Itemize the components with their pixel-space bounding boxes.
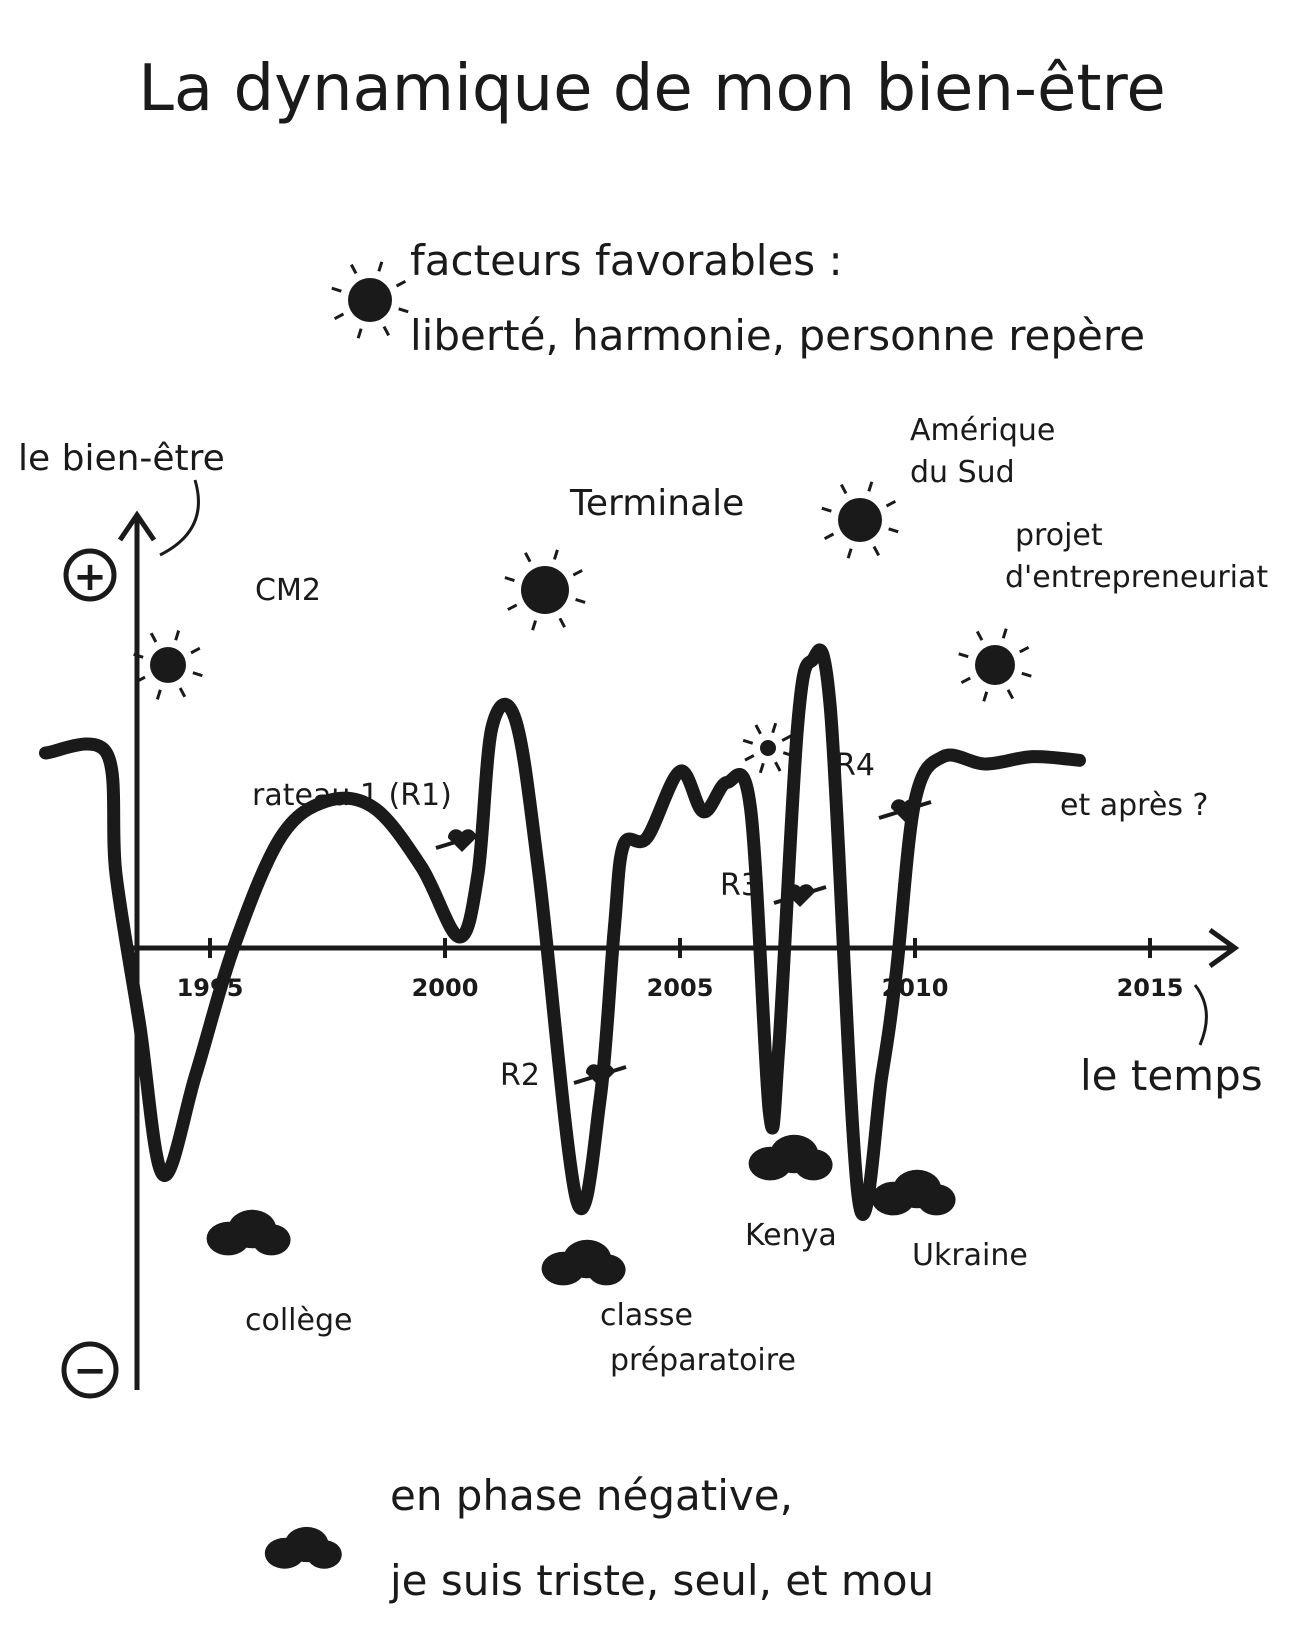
bad-period-label: Ukraine (912, 1238, 1028, 1273)
sun-icon (504, 549, 586, 631)
data-point (942, 755, 945, 758)
x-tick-label: 2015 (1117, 974, 1184, 1002)
axes: le bien-être le temps + − (18, 438, 1263, 1399)
data-point (810, 659, 813, 662)
data-point (162, 1173, 164, 1176)
sun-icon (133, 630, 203, 700)
data-point (599, 1098, 602, 1101)
data-point (458, 935, 461, 938)
wellbeing-line (39, 643, 1086, 1221)
data-point (613, 928, 616, 931)
data-point (138, 1022, 141, 1025)
cloud-icon (541, 1239, 626, 1286)
data-point (796, 726, 799, 729)
data-point (105, 751, 108, 754)
positive-legend-line2: liberté, harmonie, personne repère (410, 311, 1145, 360)
positive-legend-line1: facteurs favorables : (410, 236, 843, 285)
data-point (622, 843, 625, 846)
x-label-pointer (1193, 984, 1208, 1046)
broken-heart-icon (435, 829, 489, 852)
x-axis-arrowhead (1208, 927, 1240, 969)
data-point (476, 873, 479, 876)
series-group (39, 643, 1086, 1221)
bad-period-label: préparatoire (610, 1343, 796, 1378)
minus-marker: − (61, 1341, 119, 1399)
y-label-pointer (159, 479, 200, 557)
negative-legend-line2: je suis triste, seul, et mou (389, 1556, 934, 1605)
x-axis-label: le temps (1080, 1051, 1263, 1100)
negative-legend-line1: en phase négative, (390, 1471, 793, 1520)
data-point (538, 873, 540, 876)
data-point (702, 810, 705, 813)
good-period-label: du Sud (910, 455, 1015, 490)
data-point (575, 1199, 578, 1201)
breakup-label: R4 (835, 748, 875, 783)
y-axis-arrowhead (117, 510, 157, 542)
cloud-icon (748, 1134, 833, 1181)
broken-heart-icon (773, 884, 827, 907)
breakup-label: R2 (500, 1058, 540, 1093)
broken-heart-icon (878, 799, 932, 822)
data-point (1031, 755, 1034, 758)
sun-icon (331, 261, 409, 339)
bad-period-label: collège (245, 1303, 352, 1338)
good-period-label: projet (1015, 518, 1103, 553)
data-point (326, 799, 329, 802)
good-period-label: Amérique (910, 413, 1055, 448)
good-period-label: CM2 (255, 573, 321, 608)
data-point (115, 873, 117, 876)
y-axis-label: le bien-être (18, 438, 225, 479)
sun-icon (821, 481, 899, 559)
x-tick-label: 2000 (412, 974, 479, 1002)
good-period-label: Terminale (569, 483, 744, 524)
data-point (768, 1110, 771, 1113)
plus-marker: + (63, 548, 117, 602)
cloud-icon (871, 1169, 956, 1216)
data-point (857, 1199, 860, 1201)
data-point (726, 781, 728, 784)
data-point (232, 947, 235, 949)
sun-icon (958, 628, 1032, 702)
data-point (1078, 759, 1081, 762)
plus-symbol: + (73, 554, 107, 600)
minus-symbol: − (73, 1348, 107, 1394)
cloud-icon (264, 1526, 342, 1569)
data-point (679, 770, 681, 773)
data-point (984, 763, 987, 765)
data-point (194, 1073, 197, 1075)
data-point (420, 866, 423, 869)
data-point (895, 972, 898, 975)
sun-icon (742, 722, 794, 774)
end-question-label: et après ? (1060, 788, 1208, 823)
positive-legend: facteurs favorables : liberté, harmonie,… (331, 236, 1145, 360)
bad-period-label: Kenya (745, 1218, 837, 1253)
x-tick-label: 1995 (177, 974, 244, 1002)
data-point (373, 807, 376, 810)
data-point (749, 807, 752, 810)
sun-icon (331, 261, 409, 339)
data-point (646, 836, 649, 839)
negative-legend: en phase négative, je suis triste, seul,… (264, 1471, 934, 1605)
x-tick-label: 2005 (647, 974, 714, 1002)
broken-heart-icon (573, 1064, 627, 1087)
breakup-label: rateau 1 (R1) (252, 778, 452, 813)
data-point (829, 707, 832, 710)
data-point (44, 751, 47, 754)
breakup-label: R3 (720, 868, 760, 903)
data-point (777, 1047, 780, 1050)
data-point (514, 718, 517, 721)
data-point (881, 1073, 884, 1075)
cloud-icon (206, 1209, 291, 1256)
data-point (491, 726, 493, 729)
chart-title: La dynamique de mon bien-être (138, 52, 1165, 126)
good-period-label: d'entrepreneuriat (1005, 560, 1268, 595)
cloud-icon (264, 1526, 342, 1569)
data-point (279, 836, 282, 839)
bad-period-label: classe (600, 1298, 693, 1333)
